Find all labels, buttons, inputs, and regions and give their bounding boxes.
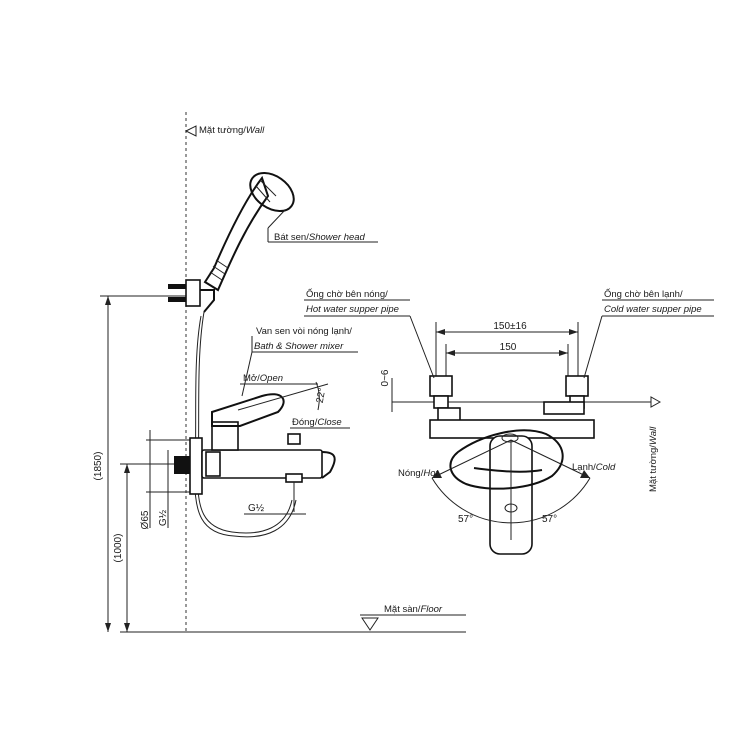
wall-label-left: Mặt tường/Wall: [199, 125, 265, 136]
cold-pipe-label-vn: Ống chờ bên lạnh/: [604, 288, 683, 300]
bath-shower-mixer: [174, 393, 336, 512]
hot-pipe-label-vn: Ống chờ bên nóng/: [306, 288, 388, 300]
hot-pipe-label-en: Hot water supper pipe: [306, 304, 399, 315]
shower-hose: [197, 311, 293, 534]
cold-pipe-label-en: Cold water supper pipe: [604, 304, 702, 315]
mixer-front-view: [449, 429, 564, 555]
dim-width-range: 150±16: [493, 321, 527, 332]
mixer-label-en: Bath & Shower mixer: [254, 341, 344, 352]
dim-width: 150: [500, 342, 517, 353]
dim-thread-horizontal: G½: [248, 503, 265, 514]
angle-right: 57°: [542, 514, 557, 525]
wall-bracket: [168, 279, 215, 313]
dim-1850: (1850): [93, 452, 104, 481]
wall-arrow-left: [184, 125, 197, 137]
angle-open: 22°: [315, 387, 328, 404]
cold-label: Lạnh/Cold: [572, 462, 616, 473]
shower-head-label: Bát sen/Shower head: [274, 232, 366, 243]
angle-left: 57°: [458, 514, 473, 525]
shower-head: [203, 171, 295, 292]
floor-label: Mặt sàn/Floor: [384, 604, 443, 615]
wall-label-right: Mặt tường/Wall: [648, 426, 659, 492]
dim-1000: (1000): [113, 534, 124, 563]
floor-arrow: [361, 617, 379, 631]
mixer-label-vn: Van sen vòi nóng lạnh/: [256, 326, 352, 337]
hot-label: Nóng/Hot: [398, 468, 439, 479]
dim-thread-vertical: G½: [158, 509, 169, 526]
dim-diameter: Ø65: [140, 510, 151, 529]
dim-depth: 0~6: [380, 369, 391, 386]
open-label: Mở/Open: [243, 373, 283, 384]
close-label: Đóng/Close: [292, 417, 342, 428]
